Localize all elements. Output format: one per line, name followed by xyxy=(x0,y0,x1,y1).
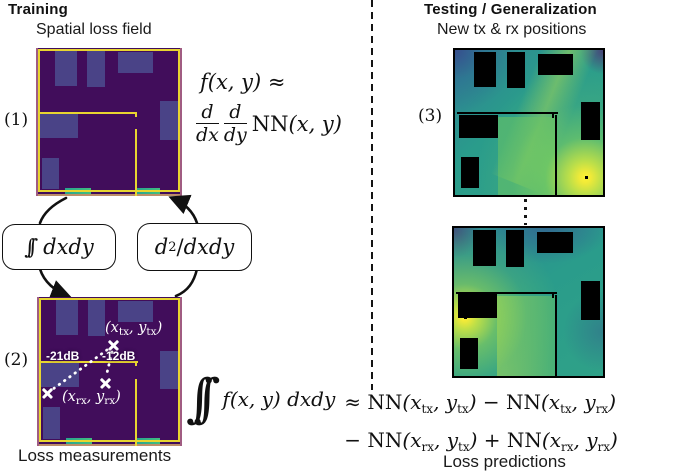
loss-field-1-image xyxy=(36,48,182,196)
obstacle-rect xyxy=(580,281,600,320)
field-equation-line1: f(x, y) ≈ xyxy=(200,70,286,94)
cycle-arrows xyxy=(38,194,199,300)
equation-line-1: ≈ NN(xtx, ytx) − NN(xtx, yrx) xyxy=(344,390,617,416)
obstacle-rect xyxy=(458,293,498,318)
obstacle-rect xyxy=(117,52,153,74)
loss-measurements-caption: Loss measurements xyxy=(18,446,172,465)
obstacle-rect xyxy=(41,363,80,388)
obstacle-rect xyxy=(41,157,60,189)
obstacle-rect xyxy=(160,101,180,140)
obstacle-rect xyxy=(537,232,574,254)
obstacle-rect xyxy=(42,407,61,439)
wall-line xyxy=(135,378,138,446)
wall-line xyxy=(457,112,558,115)
tx-position-dot xyxy=(584,176,588,180)
obstacle-rect xyxy=(118,301,153,323)
new-positions-label: New tx & rx positions xyxy=(437,21,587,38)
wall-line xyxy=(551,291,554,298)
wall-line xyxy=(555,115,558,195)
double-integral-symbol: ∫∫ xyxy=(186,369,221,429)
obstacle-rect xyxy=(55,299,78,335)
obstacle-rect xyxy=(537,54,574,75)
wall-line xyxy=(38,111,138,114)
training-header: Training xyxy=(8,1,68,18)
bright-room-region xyxy=(497,296,556,376)
measurement-paths xyxy=(51,348,114,391)
db-measurement-left: -21dB xyxy=(46,349,80,363)
obstacle-rect xyxy=(459,337,478,369)
integrate-operator-box: ∫∫ dxdy xyxy=(2,224,116,270)
obstacle-rect xyxy=(54,50,77,86)
obstacle-rect xyxy=(473,230,496,266)
obstacle-rect xyxy=(87,50,105,88)
step-3-label: (3) xyxy=(418,106,443,126)
obstacle-rect xyxy=(506,52,525,89)
wall-line xyxy=(135,361,138,367)
connector-dots xyxy=(524,199,527,225)
obstacle-rect xyxy=(474,52,497,87)
rx-marker-icon xyxy=(41,387,54,400)
loss-predictions-caption: Loss predictions xyxy=(443,452,566,471)
equation-line-2: − NN(xrx, ytx) + NN(xrx, yrx) xyxy=(344,428,618,454)
wall-line xyxy=(134,129,137,196)
wall-line xyxy=(555,294,558,376)
bright-room-region xyxy=(497,116,556,195)
obstacle-rect xyxy=(459,114,498,138)
prediction-equation: ∫∫ f(x, y) dxdy ≈ NN(xtx, ytx) − NN(xtx,… xyxy=(186,370,618,463)
prediction-field-bottom-image xyxy=(452,226,605,378)
rx-coords-label: (xrx, yrx) xyxy=(62,389,121,407)
wall-line xyxy=(134,111,137,117)
obstacle-rect xyxy=(506,230,525,268)
wall-line xyxy=(552,112,555,119)
obstacle-rect xyxy=(40,113,79,138)
step-1-label: (1) xyxy=(4,110,29,130)
wall-line xyxy=(39,361,138,364)
tx-coords-label: (xtx, ytx) xyxy=(105,320,163,338)
obstacle-rect xyxy=(160,350,180,390)
prediction-field-top-image xyxy=(453,48,605,197)
spatial-loss-field-label: Spatial loss field xyxy=(36,21,152,38)
step-2-label: (2) xyxy=(4,350,29,370)
obstacle-rect xyxy=(87,299,106,337)
obstacle-rect xyxy=(460,157,479,188)
loss-field-2-image: (xtx, ytx) (xrx, yrx) -21dB -12dB xyxy=(37,297,182,446)
wall-line xyxy=(456,291,558,294)
db-measurement-right: -12dB xyxy=(102,349,136,363)
testing-header: Testing / Generalization xyxy=(424,1,597,18)
tx-position-dot xyxy=(463,316,467,320)
separator-line xyxy=(371,0,373,390)
obstacle-rect xyxy=(580,102,601,140)
